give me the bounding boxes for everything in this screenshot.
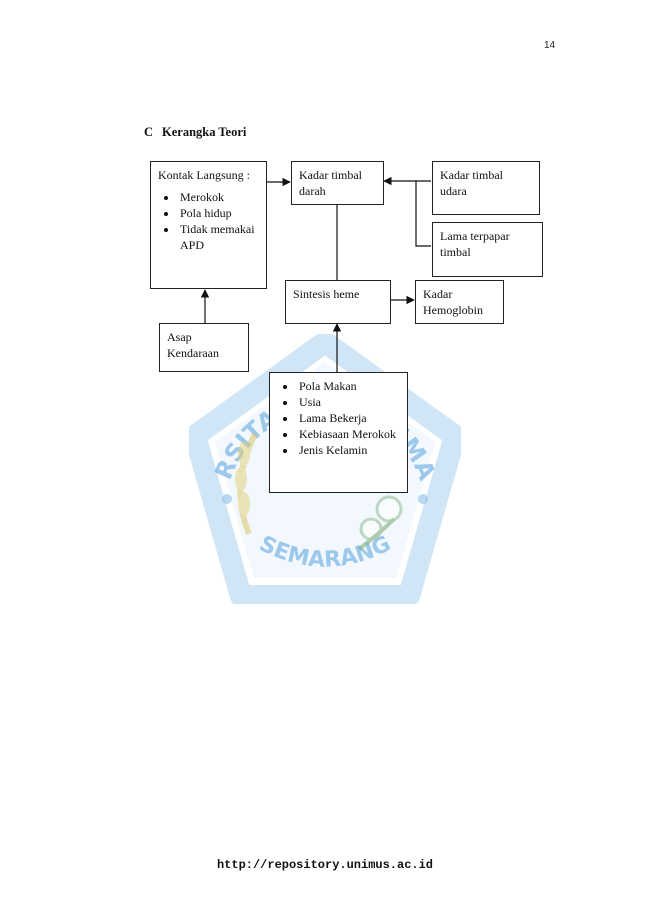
list-item: Lama Bekerja xyxy=(297,410,400,426)
factors-list: Pola Makan Usia Lama Bekerja Kebiasaan M… xyxy=(277,378,400,458)
direct-contact-list: Merokok Pola hidup Tidak memakai APD xyxy=(158,189,259,253)
logo-pentagon-shape xyxy=(189,334,461,604)
air-lead-box: Kadar timbal udara xyxy=(432,161,540,215)
logo-cotton-right-icon xyxy=(357,495,403,551)
section-title: Kerangka Teori xyxy=(162,125,247,139)
direct-contact-title: Kontak Langsung : xyxy=(158,168,250,182)
line-exposure-branch xyxy=(415,181,431,247)
vehicle-smoke-label: Asap Kendaraan xyxy=(167,330,219,360)
list-item: Pola Makan xyxy=(297,378,400,394)
list-item: Kebiasaan Merokok xyxy=(297,426,400,442)
heme-synthesis-label: Sintesis heme xyxy=(293,287,360,301)
blood-lead-label: Kadar timbal darah xyxy=(299,168,362,198)
vehicle-smoke-box: Asap Kendaraan xyxy=(159,323,249,372)
exposure-duration-label: Lama terpapar timbal xyxy=(440,229,510,259)
logo-wheat-left-icon xyxy=(235,432,258,536)
logo-star-left-icon xyxy=(222,494,232,504)
list-item: Pola hidup xyxy=(178,205,259,221)
air-lead-label: Kadar timbal udara xyxy=(440,168,503,198)
footer-repository-url: http://repository.unimus.ac.id xyxy=(216,858,434,872)
list-item: Merokok xyxy=(178,189,259,205)
section-letter: C xyxy=(144,125,154,139)
heme-synthesis-box: Sintesis heme xyxy=(285,280,391,324)
factors-box: Pola Makan Usia Lama Bekerja Kebiasaan M… xyxy=(269,372,408,493)
section-heading: C Kerangka Teori xyxy=(144,125,246,140)
blood-lead-box: Kadar timbal darah xyxy=(291,161,384,205)
list-item: Jenis Kelamin xyxy=(297,442,400,458)
list-item: Tidak memakai APD xyxy=(178,221,259,253)
list-item: Usia xyxy=(297,394,400,410)
hemoglobin-label: Kadar Hemoglobin xyxy=(423,287,483,317)
exposure-duration-box: Lama terpapar timbal xyxy=(432,222,543,277)
logo-star-right-icon xyxy=(418,494,428,504)
hemoglobin-box: Kadar Hemoglobin xyxy=(415,280,504,324)
page-number: 14 xyxy=(544,40,556,51)
direct-contact-box: Kontak Langsung : Merokok Pola hidup Tid… xyxy=(150,161,267,289)
